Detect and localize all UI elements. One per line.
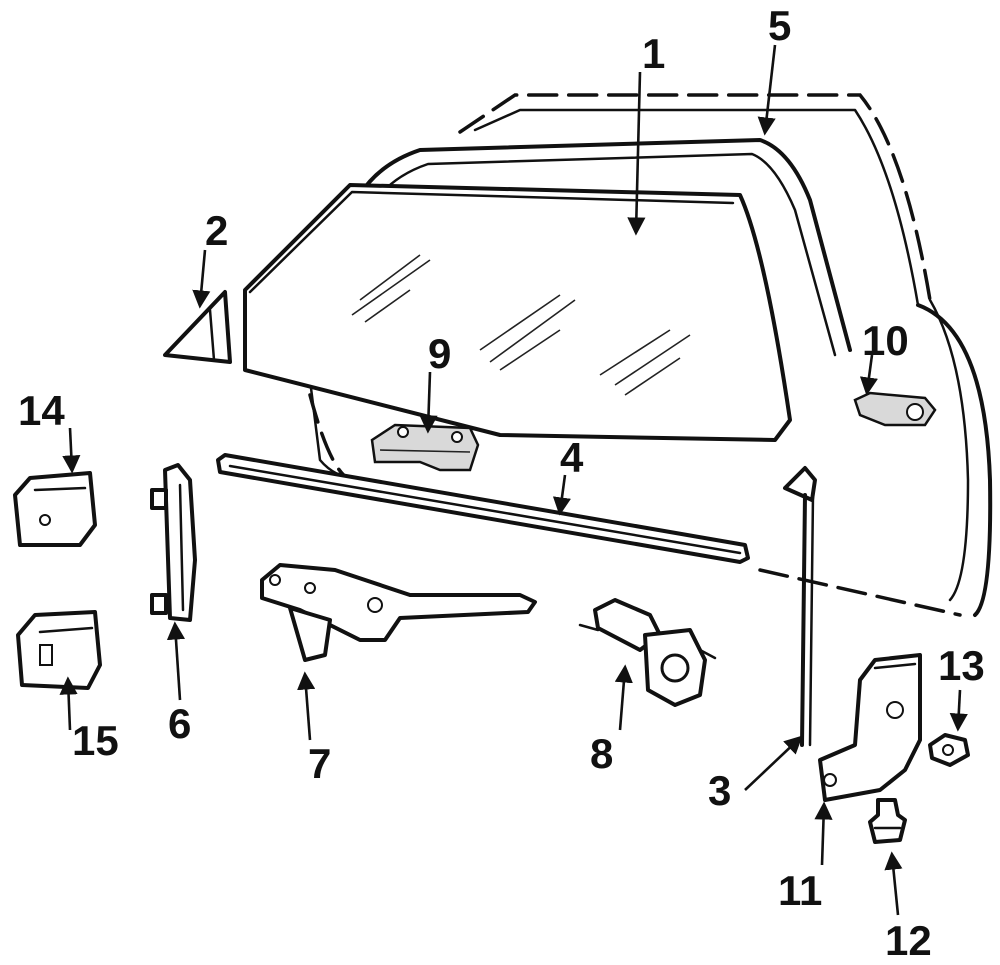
part-12-actuator [868,798,907,844]
callout-14: 14 [18,387,65,434]
callout-4: 4 [560,434,584,481]
callout-1: 1 [642,30,665,77]
door-outline [308,93,993,617]
part-13-clip [928,733,970,767]
part-1-glass [243,183,792,442]
part-14-hinge [13,471,97,547]
part-7-regulator [260,563,537,662]
part-4-weatherstrip [216,453,750,564]
part-15-hinge [16,610,102,690]
callout-8: 8 [590,730,613,777]
callout-7: 7 [308,740,331,787]
callout-13: 13 [938,642,985,689]
callout-5: 5 [768,2,791,49]
part-6-guide [150,463,197,622]
callout-11: 11 [778,867,822,914]
callout-10: 10 [862,317,909,364]
callout-15: 15 [72,717,119,764]
part-3-run-channel [783,466,817,747]
part-2-vent-glass [163,290,232,364]
part-8-motor [578,598,717,707]
leader-arrows [59,44,968,916]
part-10-clip [853,391,937,427]
part-11-lock [818,653,922,802]
callout-9: 9 [428,330,451,377]
callout-2: 2 [205,207,228,254]
part-9-bracket [370,423,480,472]
callout-6: 6 [168,700,191,747]
callout-3: 3 [708,767,731,814]
callout-12: 12 [885,917,932,964]
